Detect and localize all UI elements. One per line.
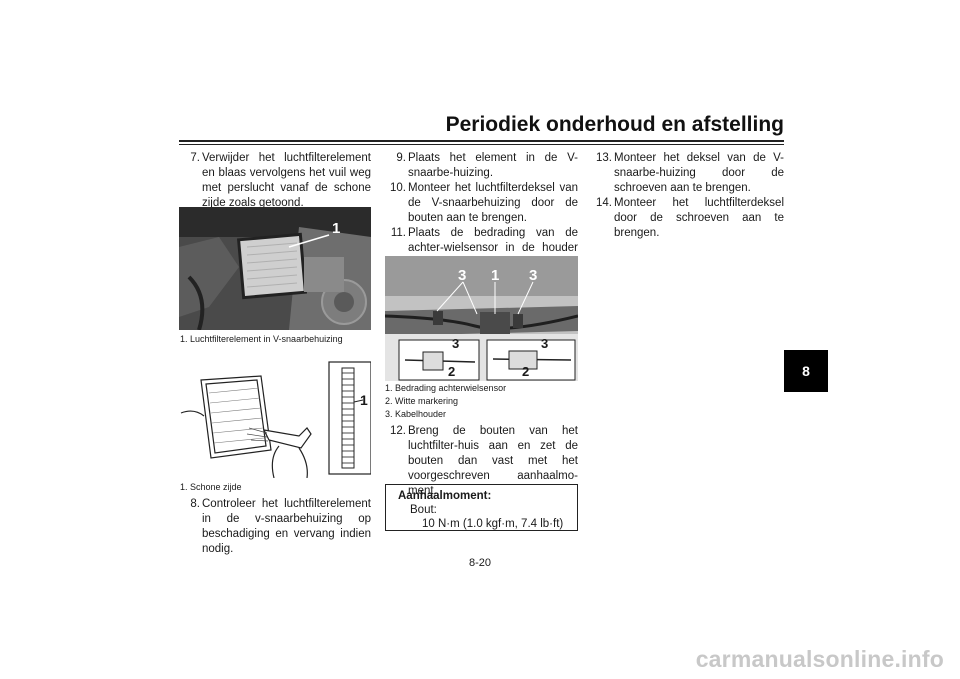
figure-caption: 1. Luchtfilterelement in V-snaarbehuizin… — [180, 334, 343, 344]
torque-value: 10 N·m (1.0 kgf·m, 7.4 lb·ft) — [422, 518, 564, 530]
step-text: Verwijder het luchtfilterelement en blaa… — [202, 152, 371, 209]
step-number: 8. — [190, 498, 200, 510]
step-number: 7. — [190, 152, 200, 164]
figure-label: 2 — [522, 364, 530, 379]
step-text: Controleer het luchtfilterelement in de … — [202, 498, 371, 555]
figure-captions: 1. Bedrading achterwielsensor 2. Witte m… — [385, 382, 506, 421]
step-text: Monteer het luchtfilterdeksel van de V-s… — [408, 182, 578, 224]
figure-label: 3 — [452, 336, 460, 351]
torque-item: Bout: — [410, 504, 437, 516]
line-drawing — [180, 361, 372, 479]
figure-caption: 2. Witte markering — [385, 396, 459, 406]
step-10: 10. Monteer het luchtfilterdeksel van de… — [385, 181, 578, 226]
step-text: Breng de bouten van het luchtfilter-huis… — [408, 425, 578, 497]
figure-label: 3 — [529, 267, 538, 284]
step-number: 10. — [390, 182, 406, 194]
step-9: 9. Plaats het element in de V-snaarbe-hu… — [385, 151, 578, 181]
page-title: Periodiek onderhoud en afstelling — [445, 113, 784, 136]
figure-label: 1 — [360, 392, 368, 408]
watermark: carmanualsonline.info — [695, 646, 944, 672]
photo-air-filter-housing: 1 — [179, 207, 371, 330]
step-number: 9. — [396, 152, 406, 164]
step-number: 13. — [596, 152, 612, 164]
step-number: 14. — [596, 197, 612, 209]
illustration-clean-side: 1 — [179, 358, 372, 479]
step-text: Monteer het luchtfilterdeksel door de sc… — [614, 197, 784, 239]
step-14: 14. Monteer het luchtfilterdeksel door d… — [591, 196, 784, 241]
figure-label: 3 — [541, 336, 549, 351]
figure-label: 1 — [491, 267, 500, 284]
step-text: Monteer het deksel van de V-snaarbe-huiz… — [614, 152, 784, 194]
figure-caption: 1. Schone zijde — [180, 482, 242, 492]
page-number: 8-20 — [469, 557, 492, 569]
photo-illustration — [179, 207, 371, 330]
photo-sensor-wiring: 3 1 3 3 2 3 2 — [385, 256, 578, 381]
figure-label: 3 — [458, 267, 467, 284]
header-rule-thin — [179, 144, 784, 145]
step-number: 12. — [390, 425, 406, 437]
figure-caption: 3. Kabelhouder — [385, 409, 447, 419]
figure-caption: 1. Bedrading achterwielsensor — [385, 383, 507, 393]
photo-illustration — [385, 256, 578, 381]
figure-label: 2 — [448, 364, 456, 379]
step-12: 12. Breng de bouten van het luchtfilter-… — [385, 424, 578, 499]
figure-label: 1 — [332, 220, 341, 237]
torque-spec-box: Aanhaalmoment: Bout: 10 N·m (1.0 kgf·m, … — [385, 484, 578, 531]
header-rule — [179, 140, 784, 142]
step-13: 13. Monteer het deksel van de V-snaarbe-… — [591, 151, 784, 196]
step-text: Plaats het element in de V-snaarbe-huizi… — [408, 152, 578, 179]
step-7: 7. Verwijder het luchtfilterelement en b… — [179, 151, 371, 211]
step-number: 11. — [390, 227, 406, 239]
step-8: 8. Controleer het luchtfilterelement in … — [179, 497, 371, 557]
steps-13-14: 13. Monteer het deksel van de V-snaarbe-… — [591, 151, 784, 241]
torque-heading: Aanhaalmoment: — [398, 490, 492, 502]
chapter-tab: 8 — [784, 350, 828, 392]
